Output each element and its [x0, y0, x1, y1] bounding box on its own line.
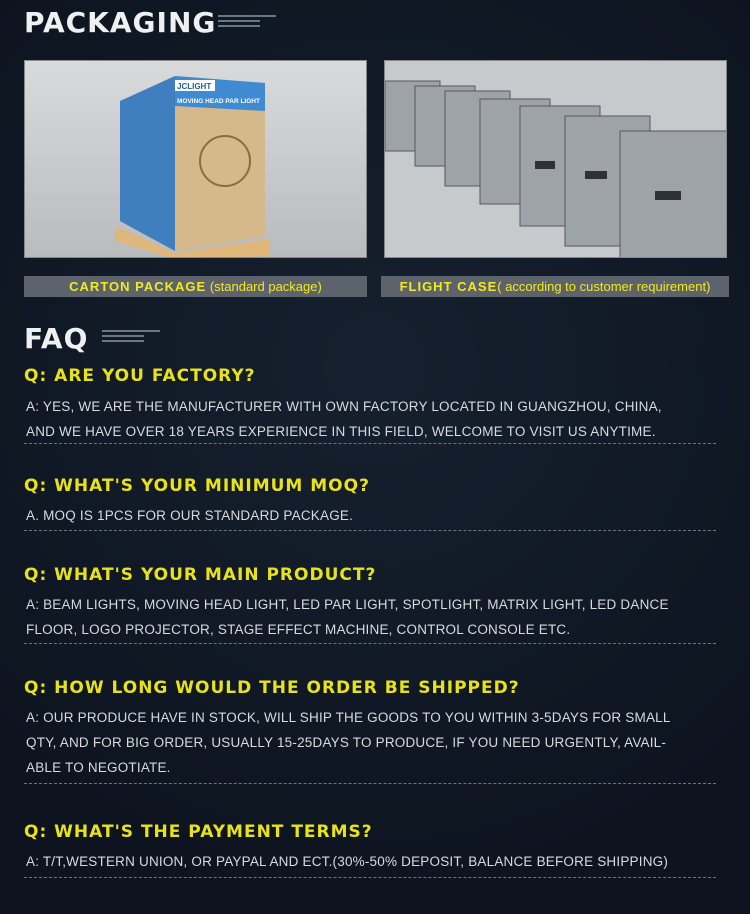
faq-answer: A: YES, WE ARE THE MANUFACTURER WITH OWN…: [26, 394, 716, 444]
box-brand-logo: JCLIGHT: [177, 82, 211, 91]
faq-question: Q: HOW LONG WOULD THE ORDER BE SHIPPED?: [24, 678, 520, 698]
title-decoration: [102, 330, 160, 345]
answer-line: A: T/T,WESTERN UNION, OR PAYPAL AND ECT.…: [26, 854, 669, 869]
divider: [24, 783, 716, 784]
faq-question: Q: ARE YOU FACTORY?: [24, 366, 256, 386]
flight-case-image: [384, 60, 727, 258]
carton-package-image: JCLIGHT MOVING HEAD PAR LIGHT: [24, 60, 367, 258]
box-product-text: MOVING HEAD PAR LIGHT: [177, 98, 260, 105]
answer-line: AND WE HAVE OVER 18 YEARS EXPERIENCE IN …: [26, 424, 656, 439]
flight-case-label: FLIGHT CASE( according to customer requi…: [381, 276, 729, 297]
faq-title: FAQ: [24, 322, 89, 355]
divider: [24, 877, 716, 878]
carton-label-main: CARTON PACKAGE: [69, 279, 207, 294]
carton-label-sub: (standard package): [209, 279, 322, 294]
answer-line: A. MOQ IS 1PCS FOR OUR STANDARD PACKAGE.: [26, 508, 354, 523]
answer-line: QTY, AND FOR BIG ORDER, USUALLY 15-25DAY…: [26, 735, 667, 750]
faq-question: Q: WHAT'S YOUR MAIN PRODUCT?: [24, 565, 377, 585]
answer-line: A: YES, WE ARE THE MANUFACTURER WITH OWN…: [26, 399, 662, 414]
faq-answer: A. MOQ IS 1PCS FOR OUR STANDARD PACKAGE.: [26, 503, 716, 528]
carton-package-label: CARTON PACKAGE (standard package): [24, 276, 367, 297]
answer-line: A: OUR PRODUCE HAVE IN STOCK, WILL SHIP …: [26, 710, 671, 725]
answer-line: FLOOR, LOGO PROJECTOR, STAGE EFFECT MACH…: [26, 622, 571, 637]
faq-answer: A: T/T,WESTERN UNION, OR PAYPAL AND ECT.…: [26, 849, 716, 874]
flight-label-main: FLIGHT CASE: [399, 279, 498, 294]
answer-line: ABLE TO NEGOTIATE.: [26, 760, 171, 775]
faq-answer: A: BEAM LIGHTS, MOVING HEAD LIGHT, LED P…: [26, 592, 716, 642]
divider: [24, 530, 716, 531]
answer-line: A: BEAM LIGHTS, MOVING HEAD LIGHT, LED P…: [26, 597, 669, 612]
packaging-title: PACKAGING: [24, 6, 217, 39]
faq-question: Q: WHAT'S YOUR MINIMUM MOQ?: [24, 476, 370, 496]
divider: [24, 443, 716, 444]
faq-question: Q: WHAT'S THE PAYMENT TERMS?: [24, 822, 373, 842]
divider: [24, 643, 716, 644]
flight-label-sub: ( according to customer requirement): [497, 279, 711, 294]
faq-answer: A: OUR PRODUCE HAVE IN STOCK, WILL SHIP …: [26, 705, 716, 780]
title-decoration: [218, 15, 276, 30]
